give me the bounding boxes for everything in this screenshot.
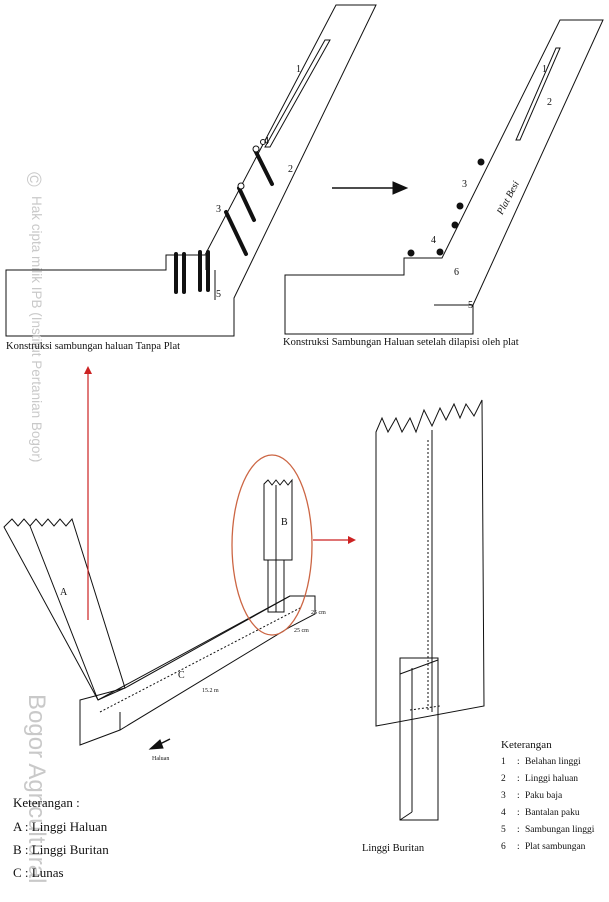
legend-number: 2 <box>501 774 506 784</box>
bow-stem-a-edge <box>29 525 99 701</box>
detail-arrow <box>313 536 356 544</box>
dim-length: 15.2 m <box>202 688 219 694</box>
stern-post-detail <box>375 399 485 821</box>
plate-bolts <box>407 158 485 257</box>
legend-text: Belahan linggi <box>525 757 581 767</box>
joint-with-plate <box>284 19 604 335</box>
keel-assembly <box>3 478 316 750</box>
dim-height: 25 cm <box>311 610 326 616</box>
legend-letter: A <box>13 819 22 834</box>
dim-width: 25 cm <box>294 628 309 634</box>
legend-row-2: 2:Linggi haluan <box>501 774 579 784</box>
stem-post-outline <box>5 4 377 337</box>
plated-stem-outline <box>284 19 604 335</box>
steel-nails <box>174 148 274 294</box>
label-1-left: 1 <box>296 64 301 75</box>
legend-number: 5 <box>501 825 506 835</box>
legend-row-4: 4:Bantalan paku <box>501 808 580 818</box>
label-2-right: 2 <box>547 97 552 108</box>
legend-row-6: 6:Plat sambungan <box>501 842 586 852</box>
legend-row-3: 3:Paku baja <box>501 791 563 801</box>
nail-pads <box>237 139 266 190</box>
keel-c-dotted <box>99 607 301 713</box>
legend-letter-row-b: B : Linggi Buritan <box>13 842 109 857</box>
label-2-left: 2 <box>288 164 293 175</box>
label-6-right: 6 <box>454 267 459 278</box>
legend-text: Linggi haluan <box>525 774 579 784</box>
stern-tenon-dotted <box>409 705 441 711</box>
legend-numbers-title: Keterangan <box>501 739 552 751</box>
detail-highlight-circle <box>231 454 313 636</box>
legend-number: 3 <box>501 791 506 801</box>
caption-with-plate: Konstruksi Sambungan Haluan setelah dila… <box>283 337 519 348</box>
keel-c <box>79 595 316 746</box>
label-4-right: 4 <box>431 235 436 246</box>
legend-row-5: 5:Sambungan linggi <box>501 825 595 835</box>
upward-arrow <box>84 366 92 620</box>
label-5-right: 5 <box>468 300 473 311</box>
legend-text: Plat sambungan <box>525 842 586 852</box>
bow-direction-arrow <box>148 738 171 750</box>
label-3-right: 3 <box>462 179 467 190</box>
legend-letter-text: Linggi Haluan <box>31 819 108 834</box>
keel-c-top-edge <box>97 595 291 701</box>
legend-text: Paku baja <box>525 791 563 801</box>
label-1-right: 1 <box>542 64 547 75</box>
label-3-left: 3 <box>216 204 221 215</box>
legend-text: Sambungan linggi <box>525 825 595 835</box>
label-c: C <box>178 670 185 681</box>
legend-number: 1 <box>501 757 506 767</box>
caption-stern-post: Linggi Buritan <box>362 843 425 854</box>
label-a: A <box>60 587 68 598</box>
legend-letter-text: Linggi Buritan <box>31 842 109 857</box>
legend-letter-row-c: C : Lunas <box>13 865 64 880</box>
bow-direction-label: Haluan <box>152 756 170 762</box>
stern-post-front <box>375 399 485 727</box>
legend-number: 6 <box>501 842 506 852</box>
split-stem-slot-plated <box>515 47 561 141</box>
legend-letter: B <box>13 842 22 857</box>
stern-tenon-side <box>399 659 439 821</box>
legend-letter-text: Lunas <box>31 865 64 880</box>
legend-number: 4 <box>501 808 506 818</box>
watermark-line1: Hak cipta milik IPB (Institut Pertanian … <box>29 196 44 463</box>
caption-without-plate: Konstruksi sambungan haluan Tanpa Plat <box>6 341 181 352</box>
legend-letter: C <box>13 865 22 880</box>
legend-text: Bantalan paku <box>525 808 580 818</box>
label-4-left: 4 <box>264 136 269 147</box>
joint-without-plate <box>5 4 377 337</box>
bow-stem-a <box>3 517 126 701</box>
legend-letter-row-a: A : Linggi Haluan <box>13 819 108 834</box>
label-5-left: 5 <box>216 289 221 300</box>
legend-letters-title: Keterangan : <box>13 795 80 810</box>
transition-arrow <box>332 181 409 195</box>
legend-row-1: 1:Belahan linggi <box>501 757 581 767</box>
stern-tenon <box>267 559 285 613</box>
label-b: B <box>281 517 288 528</box>
watermark-copyright: © <box>22 172 44 187</box>
split-stem-slot <box>264 39 331 148</box>
